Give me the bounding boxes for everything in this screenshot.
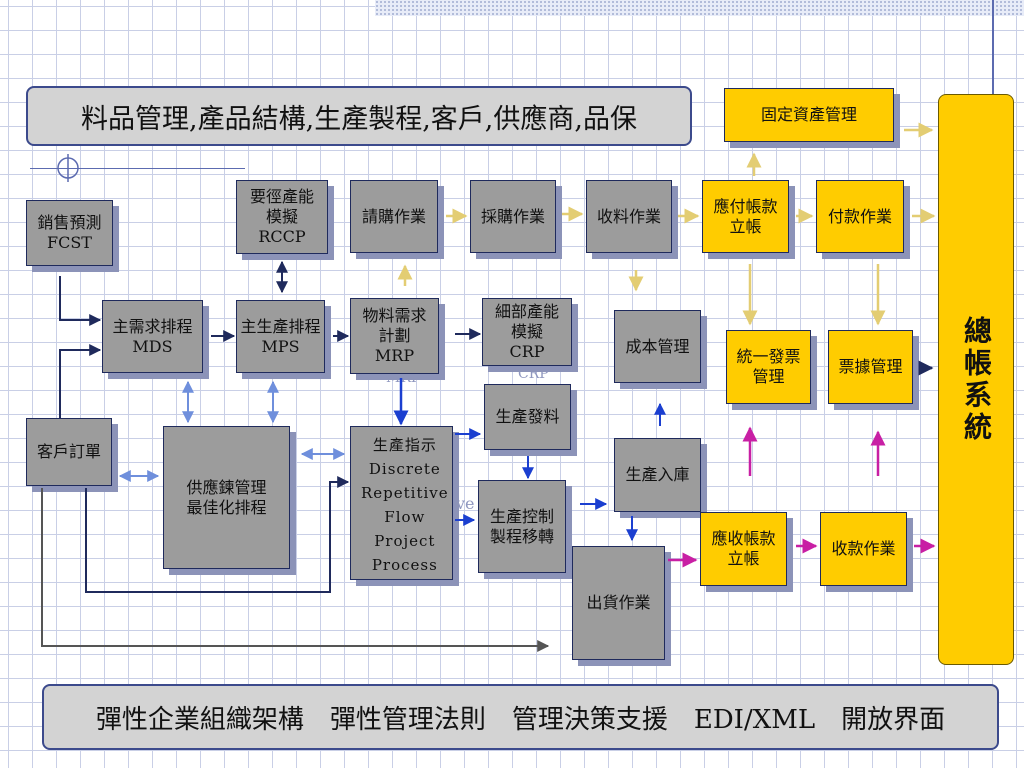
fixed-assets-box[interactable]: 固定資產管理	[724, 88, 894, 142]
customer-order-box[interactable]: 客戶訂單	[26, 418, 112, 486]
crp-box[interactable]: 細部產能 模擬 CRP	[482, 298, 572, 366]
mode-flow: Flow	[384, 508, 426, 526]
decorative-vertical-line	[992, 0, 994, 98]
accounts-payable-box[interactable]: 應付帳款 立帳	[702, 180, 789, 253]
capabilities-banner: 彈性企業組織架構 彈性管理法則 管理決策支援 EDI/XML 開放界面	[42, 684, 999, 750]
rccp-box[interactable]: 要徑產能 模擬 RCCP	[236, 180, 328, 254]
mrp-ghost-label: MRP	[386, 370, 421, 386]
mrp-box[interactable]: 物料需求 計劃 MRP	[350, 298, 439, 374]
invoice-management-box[interactable]: 統一發票 管理	[726, 330, 811, 404]
mds-box[interactable]: 主需求排程 MDS	[102, 300, 203, 373]
purchasing-box[interactable]: 採購作業	[470, 180, 556, 253]
notes-management-box[interactable]: 票據管理	[828, 330, 913, 404]
material-issue-box[interactable]: 生產發料	[484, 384, 571, 450]
production-order-title: 生產指示	[372, 436, 437, 454]
accounts-receivable-box[interactable]: 應收帳款 立帳	[700, 512, 787, 586]
repetitive-ghost-label: ve	[456, 494, 475, 513]
requisition-box[interactable]: 請購作業	[350, 180, 438, 253]
decorative-horizontal-line	[30, 168, 245, 169]
mps-box[interactable]: 主生產排程 MPS	[236, 300, 325, 373]
production-receipt-box[interactable]: 生產入庫	[614, 438, 701, 512]
mode-process: Process	[371, 556, 438, 574]
shop-floor-control-box[interactable]: 生產控制 製程移轉	[478, 480, 566, 573]
payment-box[interactable]: 付款作業	[816, 180, 904, 253]
cost-management-box[interactable]: 成本管理	[614, 310, 701, 383]
receiving-box[interactable]: 收料作業	[586, 180, 672, 253]
mode-repetitive: Repetitive	[361, 484, 449, 502]
general-ledger-box[interactable]: 總帳系統	[938, 94, 1014, 665]
mode-discrete: Discrete	[368, 460, 441, 478]
master-data-banner: 料品管理,產品結構,生產製程,客戶,供應商,品保	[26, 86, 692, 146]
decorative-title-strip	[375, 0, 1024, 16]
crp-ghost-label: CRP	[518, 366, 549, 382]
collection-box[interactable]: 收款作業	[820, 512, 907, 586]
shipping-box[interactable]: 出貨作業	[572, 546, 665, 660]
supply-chain-box[interactable]: 供應鍊管理 最佳化排程	[163, 426, 290, 569]
sales-forecast-box[interactable]: 銷售預測 FCST	[26, 200, 113, 266]
mode-project: Project	[374, 532, 436, 550]
production-order-box[interactable]: 生產指示 Discrete Repetitive Flow Project Pr…	[350, 426, 453, 580]
